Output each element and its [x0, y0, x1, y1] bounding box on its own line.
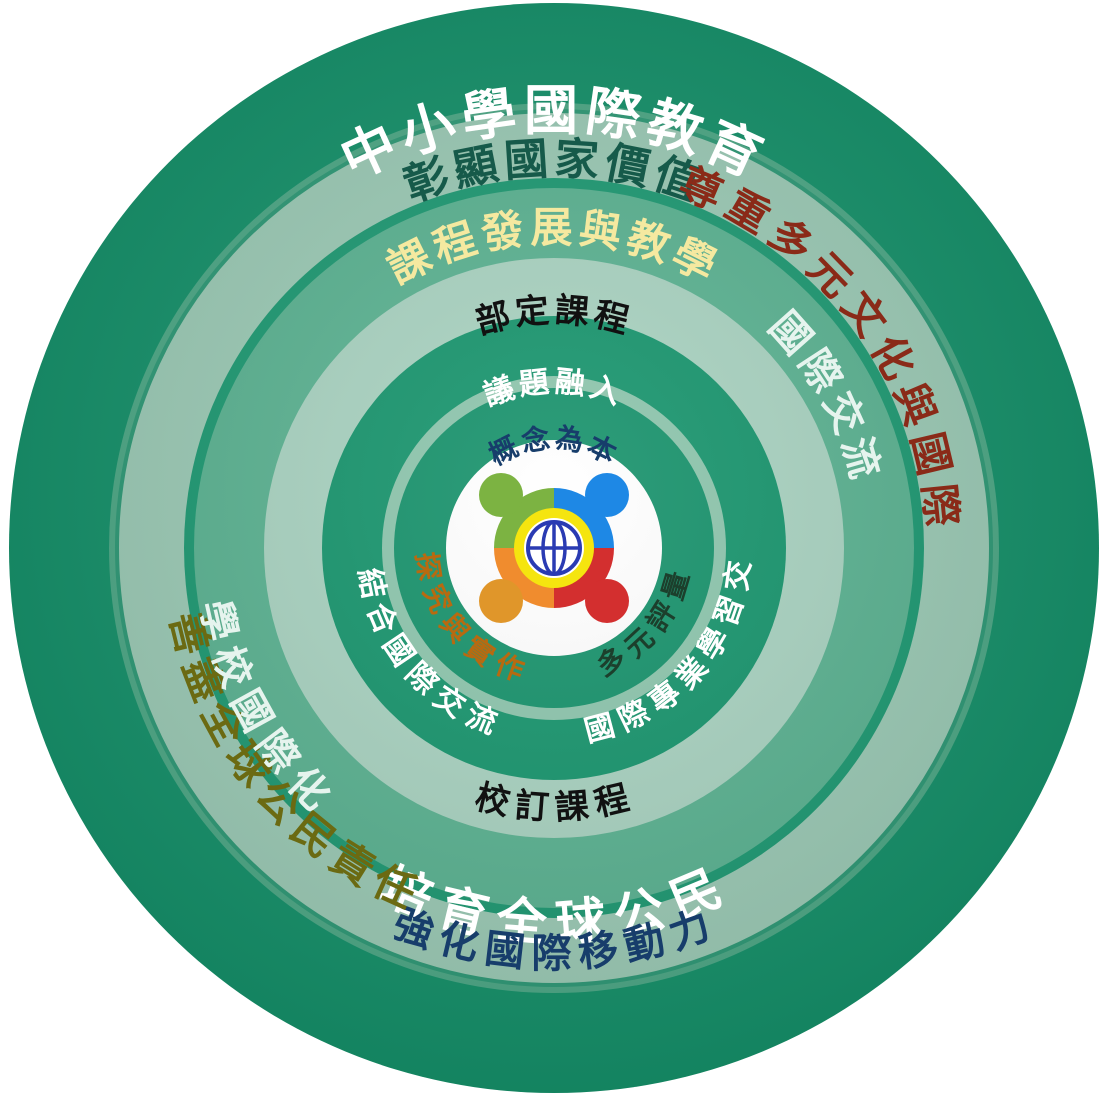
four-people-around-globe-icon: [479, 473, 629, 623]
